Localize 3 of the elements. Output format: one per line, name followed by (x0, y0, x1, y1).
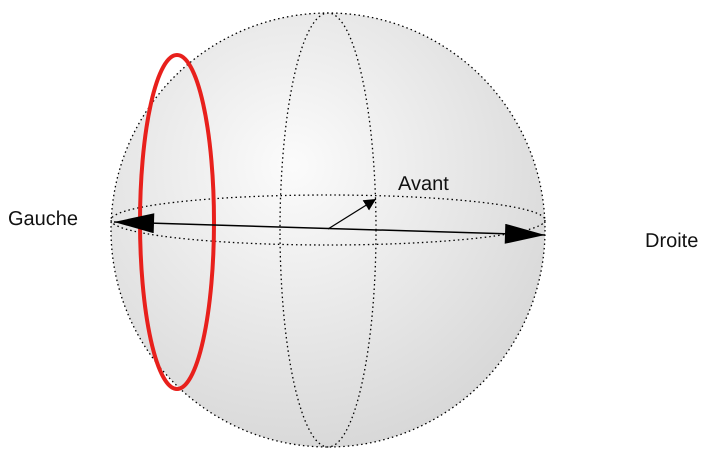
direction-label: Gauche (8, 209, 78, 229)
direction-label: Avant (398, 174, 449, 194)
direction-label: Droite (645, 231, 698, 251)
